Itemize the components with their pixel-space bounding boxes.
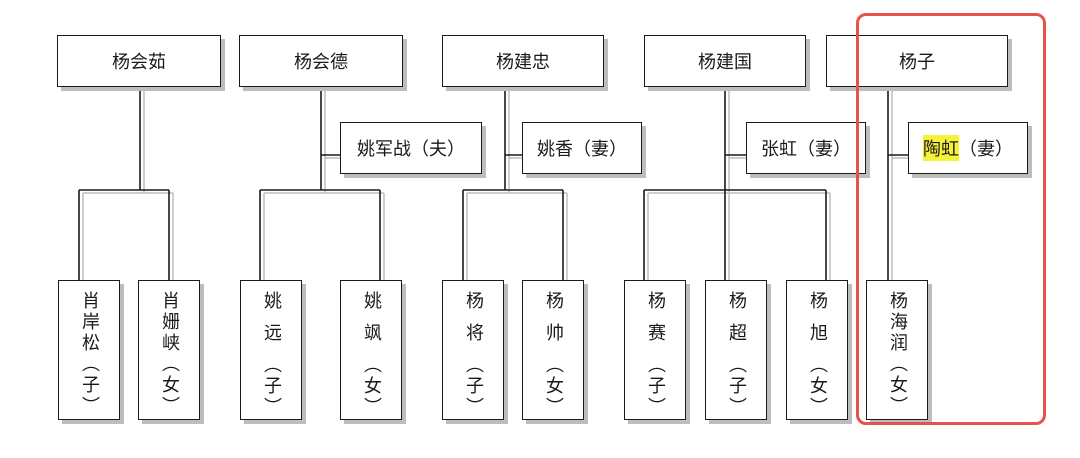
child-name: 杨赛 <box>645 291 666 355</box>
child-role: （女） <box>543 355 564 418</box>
child-role: （子） <box>79 354 100 417</box>
child-name: 杨超 <box>726 291 747 355</box>
child-role: （女） <box>807 355 828 418</box>
parent-name: 杨子 <box>899 52 935 73</box>
spouse-name: 姚香 <box>537 139 573 160</box>
spouse-role: （妻） <box>573 139 627 160</box>
child-name: 杨旭 <box>807 291 828 355</box>
child-node-0-0: 肖岸松 （子） <box>58 280 120 420</box>
child-node-2-0: 杨将 （子） <box>442 280 504 420</box>
spouse-name-highlighted: 陶虹 <box>923 135 959 161</box>
child-node-1-1: 姚飒 （女） <box>340 280 402 420</box>
parent-node-3: 杨建国 <box>644 35 806 87</box>
child-role: （子） <box>726 355 747 418</box>
child-role: （女） <box>887 354 908 417</box>
child-name: 杨将 <box>463 291 484 355</box>
child-role: （子） <box>463 355 484 418</box>
parent-name: 杨建国 <box>698 52 752 73</box>
child-name: 肖岸松 <box>79 291 100 354</box>
spouse-name: 张虹 <box>761 139 797 160</box>
child-name: 杨帅 <box>543 291 564 355</box>
spouse-node-4: 陶虹（妻） <box>908 122 1028 174</box>
child-node-4-0: 杨海润 （女） <box>866 280 928 420</box>
child-role: （子） <box>261 355 282 418</box>
parent-name: 杨会茹 <box>112 52 166 73</box>
child-node-3-1: 杨超 （子） <box>705 280 767 420</box>
parent-name: 杨会德 <box>294 52 348 73</box>
spouse-node-3: 张虹（妻） <box>746 122 866 174</box>
parent-node-0: 杨会茹 <box>57 35 221 87</box>
parent-name: 杨建忠 <box>496 52 550 73</box>
child-name: 肖姗峡 <box>159 291 180 354</box>
parent-node-1: 杨会德 <box>239 35 403 87</box>
spouse-name: 姚军战 <box>357 139 411 160</box>
parent-node-2: 杨建忠 <box>442 35 604 87</box>
child-node-2-1: 杨帅 （女） <box>522 280 584 420</box>
child-node-1-0: 姚远 （子） <box>240 280 302 420</box>
spouse-node-2: 姚香（妻） <box>522 122 642 174</box>
spouse-role: （妻） <box>959 139 1013 160</box>
child-name: 杨海润 <box>887 291 908 354</box>
child-node-3-0: 杨赛 （子） <box>624 280 686 420</box>
child-role: （子） <box>645 355 666 418</box>
child-role: （女） <box>361 355 382 418</box>
spouse-role: （夫） <box>411 139 465 160</box>
highlight-frame <box>856 13 1046 425</box>
spouse-node-1: 姚军战（夫） <box>340 122 482 174</box>
child-name: 姚远 <box>261 291 282 355</box>
child-node-0-1: 肖姗峡 （女） <box>138 280 200 420</box>
child-role: （女） <box>159 354 180 417</box>
spouse-role: （妻） <box>797 139 851 160</box>
child-name: 姚飒 <box>361 291 382 355</box>
child-node-3-2: 杨旭 （女） <box>786 280 848 420</box>
